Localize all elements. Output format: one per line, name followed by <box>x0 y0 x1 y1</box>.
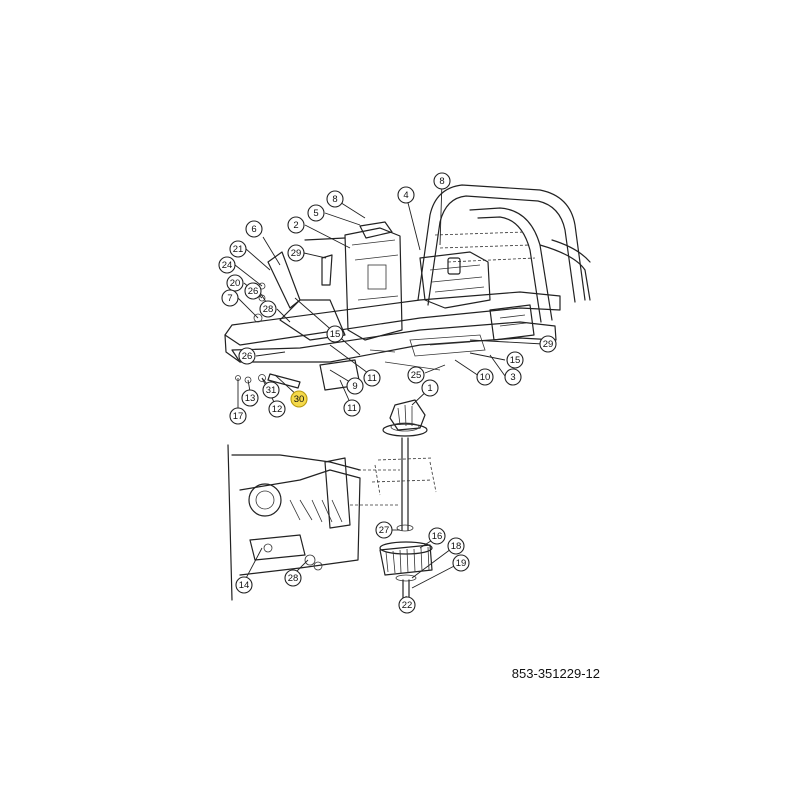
callout-label: 22 <box>402 600 413 611</box>
callout-label: 14 <box>239 580 250 591</box>
callout-28: 28 <box>284 569 302 587</box>
callout-label: 15 <box>330 329 341 340</box>
callout-label: 28 <box>263 304 274 315</box>
callout-label: 27 <box>379 525 390 536</box>
inset-detail-drawing <box>227 444 400 601</box>
callout-14: 14 <box>235 576 253 594</box>
callout-label: 12 <box>272 404 283 415</box>
callout-label: 30 <box>294 394 305 405</box>
callout-27: 27 <box>375 521 393 539</box>
pulley-stack-drawing <box>371 399 437 599</box>
callout-13: 13 <box>241 389 259 407</box>
callout-20: 20 <box>226 274 244 292</box>
callout-26: 26 <box>244 282 262 300</box>
callout-17: 17 <box>229 407 247 425</box>
callout-29: 29 <box>539 335 557 353</box>
callout-19: 19 <box>452 554 470 572</box>
callout-label: 11 <box>347 403 357 414</box>
callout-12: 12 <box>268 400 286 418</box>
callout-label: 20 <box>230 278 241 289</box>
callout-label: 3 <box>510 372 515 383</box>
callout-24: 24 <box>218 256 236 274</box>
callout-label: 29 <box>543 339 554 350</box>
callout-5: 5 <box>307 204 325 222</box>
callout-21: 21 <box>229 240 247 258</box>
callout-31: 31 <box>262 381 280 399</box>
callout-4: 4 <box>397 186 415 204</box>
callout-label: 8 <box>439 176 444 187</box>
callout-15: 15 <box>326 325 344 343</box>
callout-label: 29 <box>291 248 302 259</box>
callout-label: 16 <box>432 531 443 542</box>
callout-label: 6 <box>251 224 256 235</box>
callout-6: 6 <box>245 220 263 238</box>
frame-assembly-drawing <box>224 184 591 391</box>
callout-label: 1 <box>427 383 432 394</box>
callout-label: 11 <box>367 373 377 384</box>
callout-25: 25 <box>407 366 425 384</box>
leader-lines <box>234 180 544 603</box>
callout-label: 15 <box>510 355 521 366</box>
callout-label: 18 <box>451 541 462 552</box>
callout-3: 3 <box>504 368 522 386</box>
callout-22: 22 <box>398 596 416 614</box>
callout-2: 2 <box>287 216 305 234</box>
callout-8: 8 <box>433 172 451 190</box>
callout-label: 28 <box>288 573 299 584</box>
callout-11: 11 <box>343 399 361 417</box>
callout-1: 1 <box>421 379 439 397</box>
callout-label: 4 <box>403 190 408 201</box>
callout-18: 18 <box>447 537 465 555</box>
callout-label: 8 <box>332 194 337 205</box>
callout-label: 7 <box>227 293 232 304</box>
callout-16: 16 <box>428 527 446 545</box>
callout-label: 13 <box>245 393 256 404</box>
callout-label: 24 <box>222 260 233 271</box>
callout-label: 21 <box>233 244 244 255</box>
callout-label: 31 <box>266 385 277 396</box>
callout-label: 19 <box>456 558 467 569</box>
callout-label: 17 <box>233 411 244 422</box>
callout-8: 8 <box>326 190 344 208</box>
callout-label: 10 <box>480 372 491 383</box>
callout-label: 2 <box>293 220 298 231</box>
callout-label: 26 <box>248 286 259 297</box>
callout-15: 15 <box>506 351 524 369</box>
callout-11: 11 <box>363 369 381 387</box>
callout-10: 10 <box>476 368 494 386</box>
callout-label: 26 <box>242 351 253 362</box>
callout-26: 26 <box>238 347 256 365</box>
callout-label: 9 <box>352 381 357 392</box>
diagram-part-number: 853-351229-12 <box>511 666 600 681</box>
callout-29: 29 <box>287 244 305 262</box>
callout-9: 9 <box>346 377 364 395</box>
callout-28: 28 <box>259 300 277 318</box>
callout-label: 25 <box>411 370 422 381</box>
callout-7: 7 <box>221 289 239 307</box>
callout-label: 5 <box>313 208 318 219</box>
callout-30: 30 <box>290 390 308 408</box>
